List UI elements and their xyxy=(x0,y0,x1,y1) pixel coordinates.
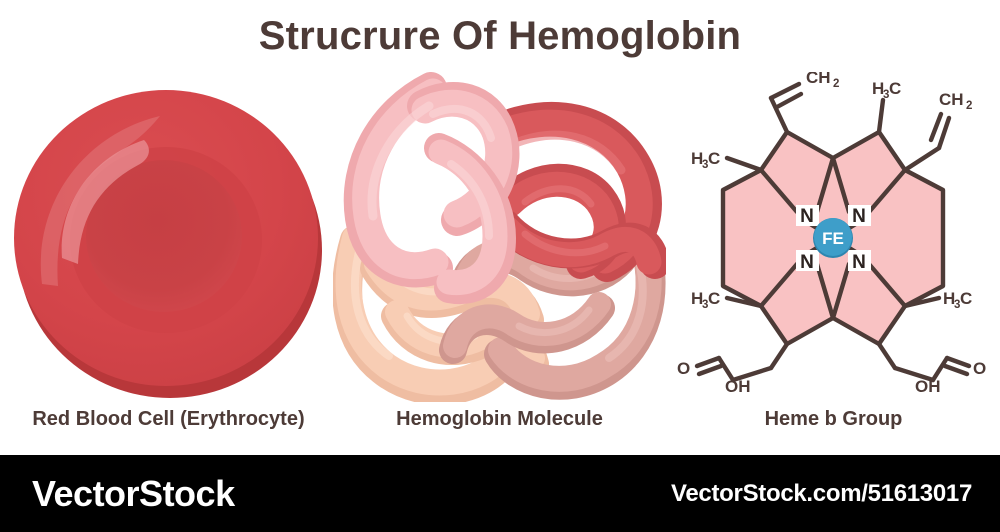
watermark-footer: VectorStock VectorStock.com/51613017 xyxy=(0,455,1000,532)
rbc-highlight-arc xyxy=(40,116,160,286)
label-h3c-lower-right: H xyxy=(943,289,955,308)
label-h3c-lower-right-subscript: 3 xyxy=(954,299,960,311)
rbc-highlight-glint xyxy=(61,140,149,264)
label-h3c-top-right-carbon: C xyxy=(889,79,901,98)
substituent-methyl-upper-left: H 3 C xyxy=(691,149,764,173)
label-carbonyl-o-bottom-left: O xyxy=(677,359,690,378)
hemoglobin-subunit-beta-1 xyxy=(481,101,666,282)
nitrogen-label-se: N xyxy=(852,252,866,273)
rbc-dimple-inner xyxy=(86,160,242,312)
propionate-chain-bottom-right: O OH xyxy=(876,341,986,396)
label-ch2-upper-right: CH xyxy=(939,90,964,109)
hemoglobin-molecule-illustration: .tube { fill:none; stroke-linecap:round;… xyxy=(333,72,666,402)
label-hydroxyl-oh-bottom-left: OH xyxy=(725,377,751,396)
label-ch2-top-left-subscript: 2 xyxy=(833,78,839,90)
caption-red-blood-cell: Red Blood Cell (Erythrocyte) xyxy=(32,408,305,430)
iron-symbol: FE xyxy=(822,229,844,248)
vectorstock-url-text: VectorStock.com/51613017 xyxy=(671,479,972,507)
vectorstock-brand: VectorStock xyxy=(32,472,235,514)
label-h3c-lower-right-carbon: C xyxy=(960,289,972,308)
label-h3c-lower-left: H xyxy=(691,289,703,308)
label-h3c-upper-left-subscript: 3 xyxy=(702,159,708,171)
label-carbonyl-o-bottom-right: O xyxy=(973,359,986,378)
caption-heme-b-group: Heme b Group xyxy=(764,408,903,430)
propionate-chain-bottom-left: O OH xyxy=(677,341,790,396)
label-h3c-top-right: H xyxy=(872,79,884,98)
caption-hemoglobin-molecule: Hemoglobin Molecule xyxy=(396,408,603,430)
label-h3c-upper-left: H xyxy=(691,149,703,168)
substituent-methyl-top-right: H 3 C xyxy=(872,79,901,135)
substituent-vinyl-top-left: CH 2 xyxy=(768,72,839,135)
page-title: Strucrure Of Hemoglobin xyxy=(258,14,742,58)
label-ch2-upper-right-subscript: 2 xyxy=(966,100,972,112)
label-h3c-lower-left-carbon: C xyxy=(708,289,720,308)
label-h3c-lower-left-subscript: 3 xyxy=(702,299,708,311)
substituent-vinyl-upper-right: CH 2 xyxy=(902,90,972,173)
hemoglobin-subunit-alpha-1 xyxy=(343,72,520,305)
nitrogen-label-sw: N xyxy=(800,252,814,273)
nitrogen-label-ne: N xyxy=(852,206,866,227)
red-blood-cell-illustration xyxy=(2,72,335,402)
substituent-methyl-lower-left: H 3 C xyxy=(691,289,764,311)
label-ch2-top-left: CH xyxy=(806,72,831,87)
nitrogen-label-nw: N xyxy=(800,206,814,227)
heme-b-group-illustration: .bond { stroke:#4d3b37; stroke-width:4.4… xyxy=(667,72,1000,402)
label-hydroxyl-oh-bottom-right: OH xyxy=(915,377,941,396)
label-h3c-upper-left-carbon: C xyxy=(708,149,720,168)
label-h3c-top-right-subscript: 3 xyxy=(883,89,889,101)
substituent-methyl-lower-right: H 3 C xyxy=(902,289,972,311)
iron-atom: FE xyxy=(813,218,853,258)
